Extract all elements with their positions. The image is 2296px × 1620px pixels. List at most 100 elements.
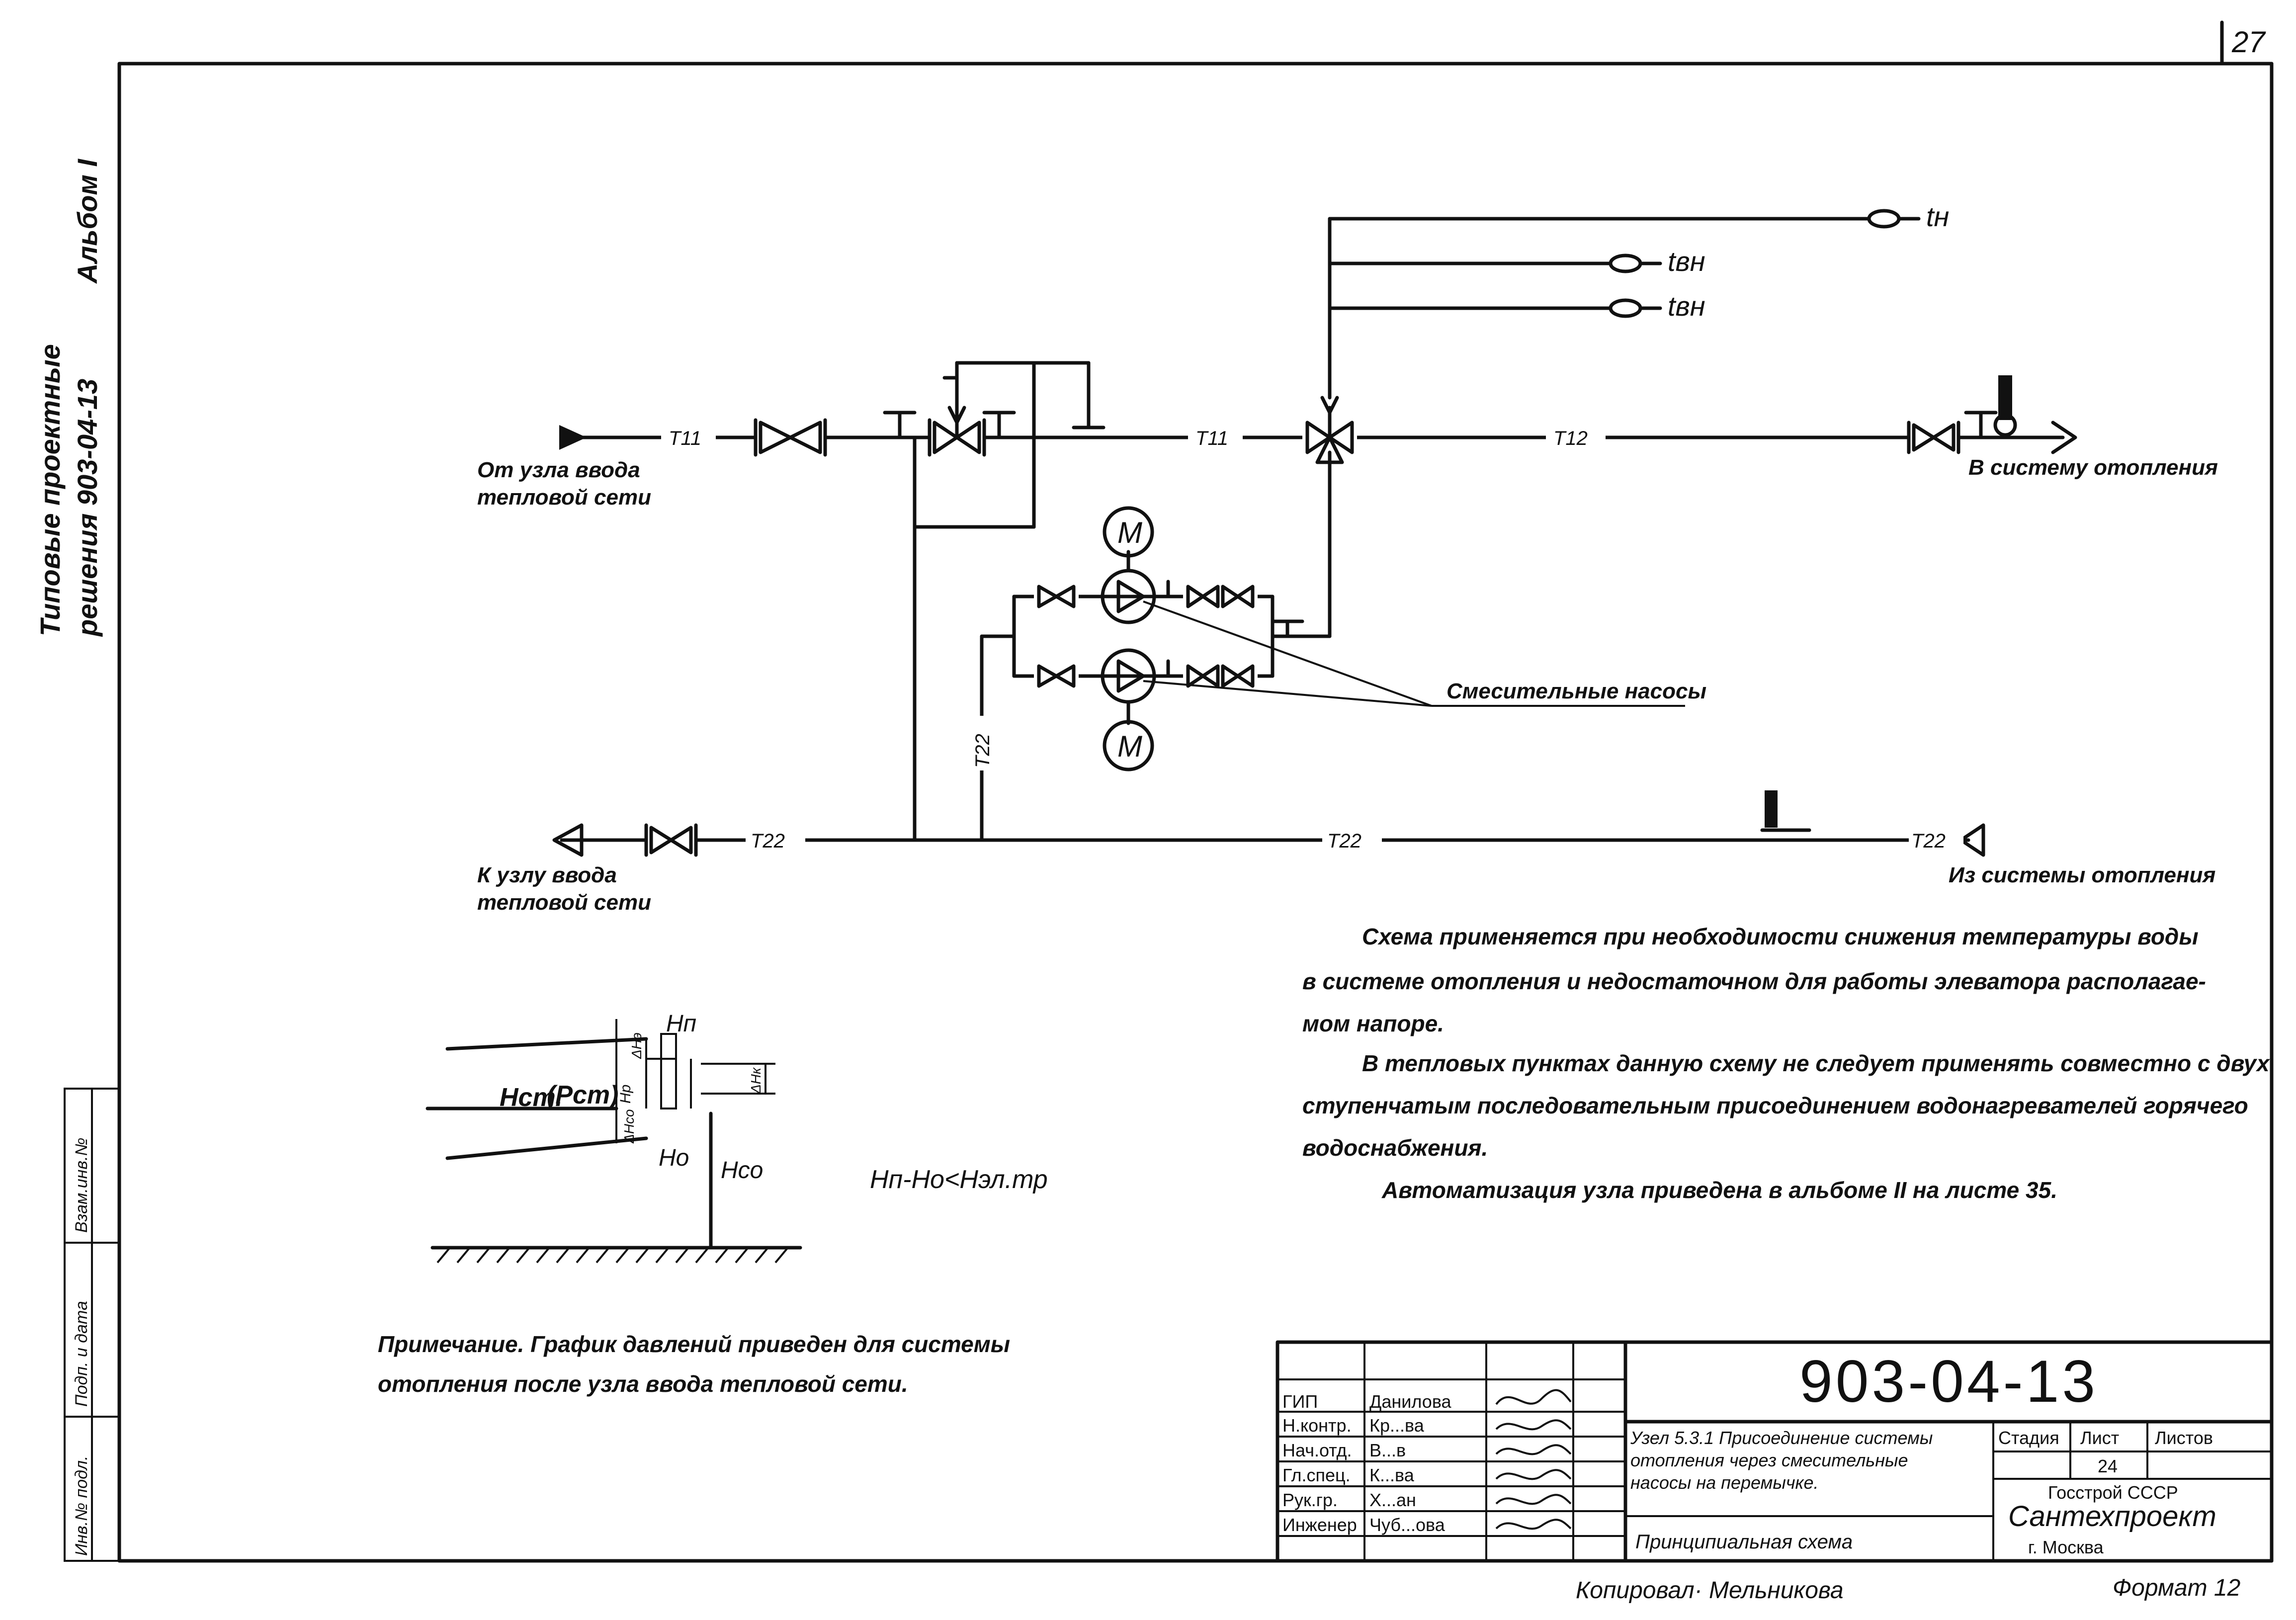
return-outlet-arrow-icon bbox=[552, 823, 584, 857]
to-node-line1: К узлу ввода bbox=[477, 863, 617, 887]
graph-ho: Но bbox=[659, 1145, 689, 1171]
pressure-formula: Нп-Но<Нэл.тр bbox=[870, 1165, 1048, 1194]
name-5: Х...ан bbox=[1369, 1490, 1416, 1510]
graph-hco: Нсо bbox=[721, 1157, 763, 1184]
stage-header: Стадия bbox=[1998, 1428, 2059, 1448]
description-line2: в системе отопления и недостаточном для … bbox=[1302, 968, 2206, 994]
description-line6: водоснабжения. bbox=[1302, 1135, 1488, 1161]
graph-pst: (Рст) bbox=[547, 1081, 618, 1109]
pump-bypass-line: Т22 bbox=[969, 450, 1332, 842]
graph-dhco: ΔНсо bbox=[621, 1109, 637, 1144]
description-line4: В тепловых пунктах данную схему не следу… bbox=[1362, 1050, 2271, 1076]
sensor-t-indoor-2: tвн bbox=[1668, 290, 1705, 322]
title-line2: отопления через смесительные bbox=[1630, 1450, 1908, 1470]
name-4: К...ва bbox=[1369, 1465, 1415, 1485]
indoor-temp-sensor-1-icon bbox=[1609, 254, 1642, 273]
supply-line: Т11 Т11 Т12 bbox=[559, 421, 2077, 454]
outlet-valve-icon bbox=[1907, 411, 1998, 454]
sensor-t-indoor-1: tвн bbox=[1668, 246, 1705, 277]
title-block: 903-04-13 ГИП Н.контр. Нач.отд. Гл.спец.… bbox=[1276, 1340, 2274, 1563]
description-line1: Схема применяется при необходимости сниж… bbox=[1362, 924, 2199, 949]
regulator-impulse-line bbox=[898, 435, 1036, 842]
role-5: Рук.гр. bbox=[1282, 1490, 1338, 1510]
return-valve-icon bbox=[644, 823, 698, 857]
return-thermometer-icon bbox=[1760, 790, 1811, 832]
from-heating-label: Из системы отопления bbox=[1949, 863, 2215, 887]
role-6: Инженер bbox=[1282, 1515, 1357, 1535]
pressure-graph: Нп Нст. (Рст) Нр ΔНсо ΔНэ ΔНк Но Нсо Нп-… bbox=[425, 1011, 1048, 1264]
side-title-line2: решения 903-04-13 bbox=[72, 379, 103, 637]
org-line2: Сантехпроект bbox=[2008, 1500, 2216, 1533]
title-subtitle: Принципиальная схема bbox=[1635, 1531, 1853, 1553]
motor-1-label: М bbox=[1117, 516, 1142, 549]
title-line3: насосы на перемычке. bbox=[1630, 1472, 1818, 1493]
return-label-mid: Т22 bbox=[1327, 830, 1361, 852]
sheet-header: Лист bbox=[2080, 1428, 2119, 1448]
role-2: Н.контр. bbox=[1282, 1415, 1352, 1436]
role-1: ГИП bbox=[1282, 1391, 1318, 1412]
graph-hn: Нп bbox=[666, 1011, 696, 1037]
left-approval-strip: Взам.инв.№ Подп. и дата Инв.№ подл. bbox=[64, 1088, 120, 1562]
from-node-line1: От узла ввода bbox=[477, 458, 640, 482]
footer-format: Формат 12 bbox=[2113, 1575, 2240, 1601]
mixing-pumps-label: Смесительные насосы bbox=[1446, 679, 1706, 703]
description-text: Схема применяется при необходимости сниж… bbox=[1302, 924, 2271, 1203]
footer-copied: Копировал· Мельникова bbox=[1576, 1577, 1844, 1604]
graph-hst: Нст. bbox=[500, 1083, 562, 1112]
sensor-t-outdoor: tн bbox=[1926, 201, 1949, 232]
pressure-regulator-icon bbox=[883, 361, 1105, 457]
signatures-icon bbox=[1495, 1389, 1572, 1530]
graph-dhe: ΔНэ bbox=[629, 1032, 644, 1059]
org-line1: Госстрой СССР bbox=[2048, 1482, 2178, 1503]
strip-inv-no: Инв.№ подл. bbox=[72, 1455, 91, 1556]
org-line3: г. Москва bbox=[2028, 1537, 2104, 1557]
description-line5: ступенчатым последовательным присоединен… bbox=[1302, 1093, 2248, 1118]
graph-hp: Нр bbox=[617, 1085, 634, 1104]
supply-inlet-arrow-icon bbox=[559, 425, 587, 450]
supply-thermometer-icon bbox=[1993, 375, 2017, 437]
supply-outlet-arrow-icon bbox=[2051, 421, 2077, 454]
name-2: Кр...ва bbox=[1369, 1415, 1425, 1436]
mixing-pump-1-icon: М bbox=[1034, 506, 1258, 624]
sheet-frame: 27 bbox=[117, 20, 2274, 1563]
side-title-line1: Типовые проектные bbox=[34, 344, 66, 636]
return-label-left: Т22 bbox=[751, 830, 785, 852]
supply-label-left: Т11 bbox=[669, 427, 701, 449]
bypass-label: Т22 bbox=[972, 734, 994, 768]
sensor-lines: tн tвн tвн bbox=[1328, 201, 1949, 400]
doc-code: 903-04-13 bbox=[1799, 1348, 2098, 1415]
mixed-label: Т12 bbox=[1553, 427, 1588, 449]
side-title: Типовые проектные решения 903-04-13 Альб… bbox=[34, 159, 103, 637]
mixing-pump-2-icon: М bbox=[1034, 648, 1258, 771]
return-label-right: Т22 bbox=[1911, 830, 1946, 852]
gate-valve-icon bbox=[754, 418, 827, 457]
pumps-leader-lines bbox=[1143, 600, 1685, 707]
indoor-temp-sensor-2-icon bbox=[1609, 298, 1642, 318]
to-node-line2: тепловой сети bbox=[477, 890, 651, 915]
to-heating-label: В систему отопления bbox=[1968, 455, 2218, 480]
name-1: Данилова bbox=[1369, 1391, 1452, 1412]
return-line: Т22 Т22 Т22 bbox=[552, 823, 1985, 857]
note-line1: Примечание. График давлений приведен для… bbox=[378, 1331, 1010, 1357]
page-number: 27 bbox=[2231, 25, 2266, 59]
outdoor-temp-sensor-icon bbox=[1867, 209, 1901, 229]
motor-2-label: М bbox=[1117, 730, 1142, 763]
three-way-valve-icon bbox=[1302, 396, 1357, 464]
from-node-line2: тепловой сети bbox=[477, 485, 651, 510]
name-3: В...в bbox=[1369, 1440, 1406, 1460]
role-4: Гл.спец. bbox=[1282, 1465, 1351, 1485]
note-line2: отопления после узла ввода тепловой сети… bbox=[378, 1371, 908, 1397]
graph-dhk: ΔНк bbox=[748, 1067, 764, 1094]
role-3: Нач.отд. bbox=[1282, 1440, 1352, 1460]
title-line1: Узел 5.3.1 Присоединение системы bbox=[1630, 1428, 1933, 1448]
description-line3: мом напоре. bbox=[1302, 1011, 1444, 1036]
sheets-header: Листов bbox=[2155, 1428, 2213, 1448]
side-title-album: Альбом I bbox=[72, 159, 103, 284]
supply-label-right: Т11 bbox=[1195, 427, 1228, 449]
return-inlet-arrow-icon bbox=[1959, 823, 1985, 857]
name-6: Чуб...ова bbox=[1369, 1515, 1446, 1535]
sheet-value: 24 bbox=[2098, 1456, 2118, 1476]
strip-sign-date: Подп. и дата bbox=[72, 1301, 91, 1407]
strip-replace: Взам.инв.№ bbox=[72, 1138, 91, 1233]
